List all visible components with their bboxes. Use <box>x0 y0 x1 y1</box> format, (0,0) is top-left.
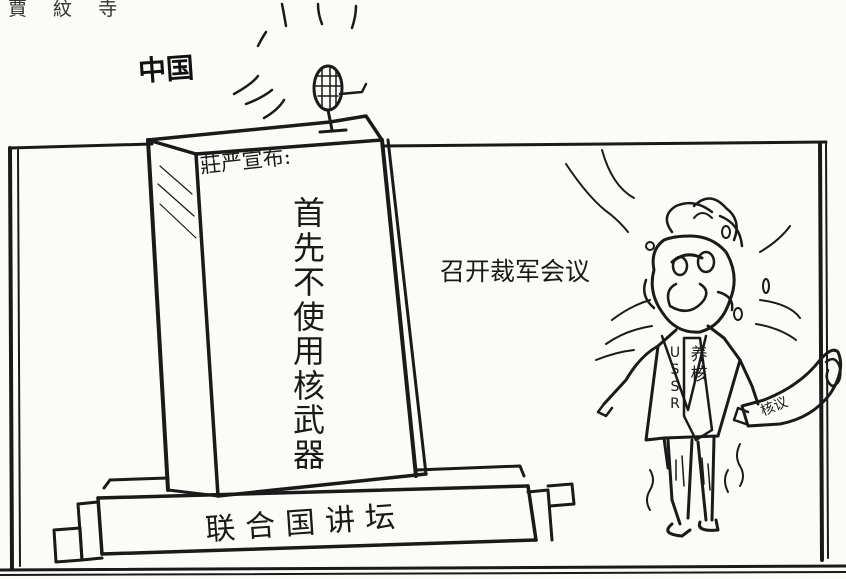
podium-char: 先 <box>292 228 325 267</box>
sound-lines-china <box>232 2 358 120</box>
china-label: 中国 <box>137 51 196 88</box>
sash-label: 养 核 <box>688 345 710 385</box>
ussr-letter: S <box>670 362 680 378</box>
podium-char: 器 <box>292 435 325 474</box>
podium-char: 武 <box>292 401 325 439</box>
scroll <box>732 348 843 428</box>
artist-credit: 賈 紋 寺 <box>8 0 128 20</box>
sash-char: 核 <box>690 365 708 385</box>
sash-char: 养 <box>690 345 708 365</box>
microphone <box>312 64 368 134</box>
podium-char: 使 <box>292 297 325 336</box>
ussr-letter: S <box>670 379 680 395</box>
podium-char: 用 <box>292 332 325 370</box>
podium-char: 核 <box>292 366 325 405</box>
podium-base <box>52 464 576 564</box>
ussr-letter: R <box>670 396 680 412</box>
ussr-sash-letters: U S S R <box>666 345 684 413</box>
panic-lines <box>565 149 801 361</box>
speech-text: 召开裁军会议 <box>440 257 591 286</box>
soviet-figure <box>596 197 770 538</box>
ussr-letter: U <box>669 345 681 361</box>
podium-char: 不 <box>292 263 325 301</box>
podium-char: 首 <box>292 194 325 232</box>
frame-lines <box>0 140 846 576</box>
podium-declaration: 首 先 不 使 用 核 武 器 <box>274 196 344 472</box>
